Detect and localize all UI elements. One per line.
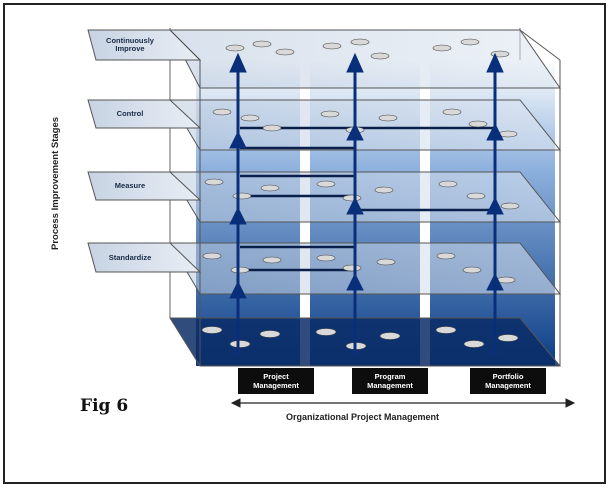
figure-caption: Fig 6 xyxy=(80,396,129,416)
column-label-portfolio: Portfolio Management xyxy=(470,368,546,394)
stage-label-control: Control xyxy=(116,109,144,118)
plane-control xyxy=(169,99,562,151)
connector-bars xyxy=(240,126,495,272)
stage-label-standardize: Standardize xyxy=(108,253,152,262)
y-axis-label: Process Improvement Stages xyxy=(50,116,61,250)
stage-tabs xyxy=(87,29,202,273)
column-label-project: Project Management xyxy=(238,368,314,394)
cube-front-edges xyxy=(169,29,561,366)
stage-label-measure: Measure xyxy=(114,181,146,190)
vertical-arrows xyxy=(229,52,504,355)
plane-base xyxy=(169,317,562,367)
column-label-program: Program Management xyxy=(352,368,428,394)
stage-label-continuously-improve: Continuously Improve xyxy=(106,36,154,53)
plane-continuously-improve xyxy=(169,29,561,89)
x-axis-label: Organizational Project Management xyxy=(286,412,440,422)
x-axis-arrow xyxy=(230,398,576,408)
